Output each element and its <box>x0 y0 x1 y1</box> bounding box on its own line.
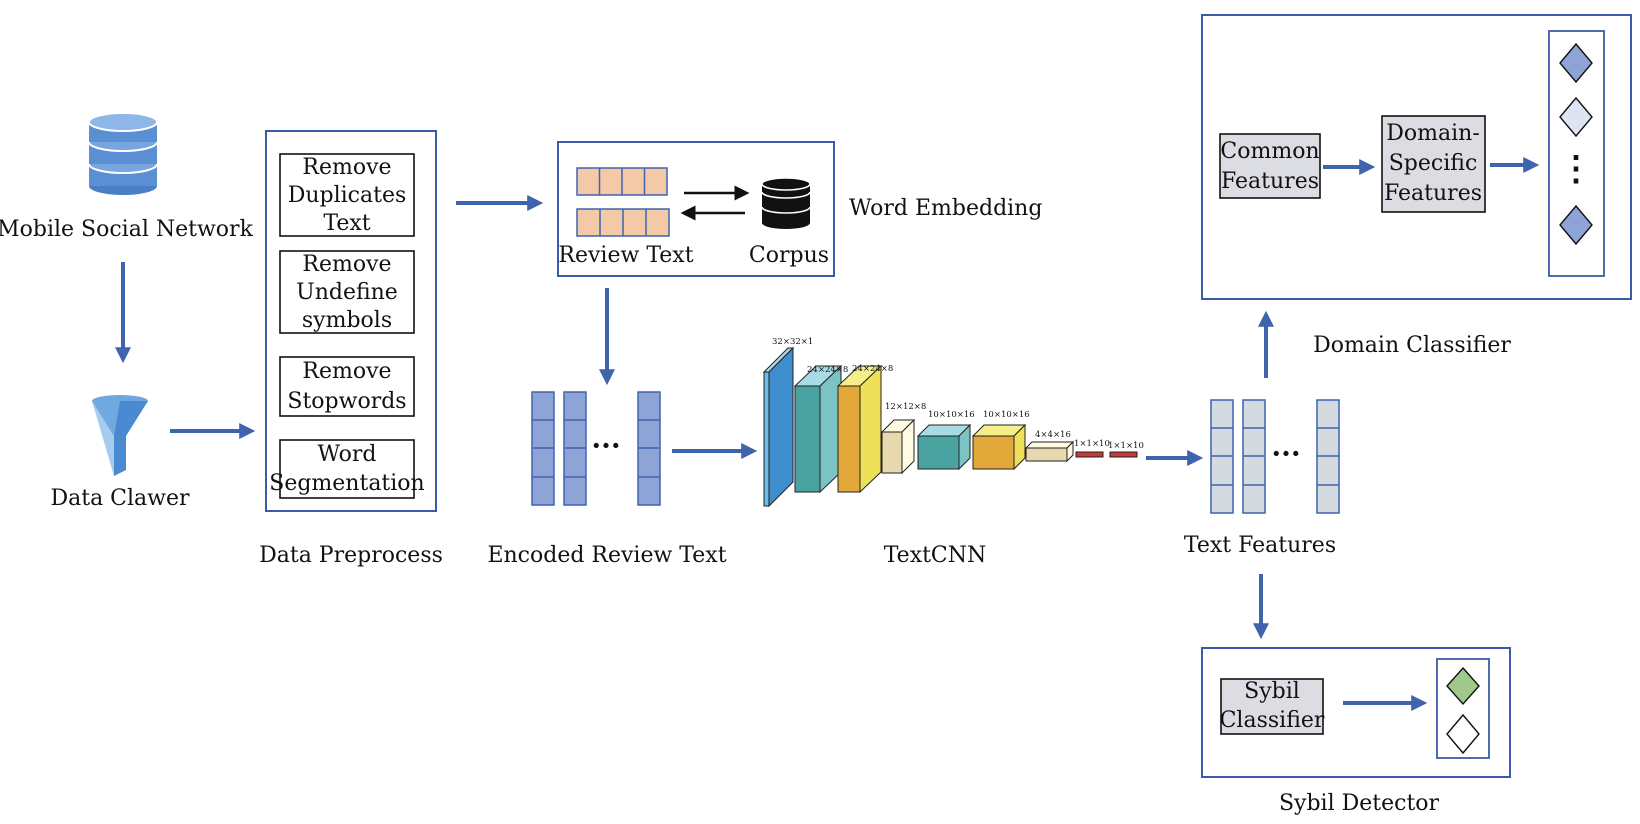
database-icon <box>88 112 158 195</box>
preprocess-box <box>265 130 437 512</box>
preprocess-step-1: Remove Duplicates Text <box>279 153 415 237</box>
domain-outputs-vdots: ⋮ <box>1559 149 1593 189</box>
encoded-vector-1 <box>531 391 555 506</box>
svg-text:Segmentation: Segmentation <box>269 471 424 496</box>
encoded-vector-2 <box>563 391 587 506</box>
svg-text:Features: Features <box>1384 181 1482 206</box>
cnn-layer-4 <box>880 418 916 475</box>
review-text-label: Review Text <box>558 243 693 268</box>
svg-text:Remove: Remove <box>302 359 391 384</box>
feature-vector-2 <box>1242 399 1266 514</box>
svg-text:Stopwords: Stopwords <box>287 389 406 414</box>
svg-text:Undefine: Undefine <box>296 280 398 305</box>
domain-output-diamond-1 <box>1559 42 1593 84</box>
preprocess-step-4: Word Segmentation <box>269 439 425 499</box>
features-label: Text Features <box>1184 533 1336 558</box>
cnn-layer-1 <box>762 346 795 508</box>
svg-text:Specific: Specific <box>1389 151 1478 176</box>
domain-classifier-label: Domain Classifier <box>1313 333 1511 358</box>
svg-text:symbols: symbols <box>302 308 392 333</box>
sybil-classifier-box: Sybil Classifier <box>1220 678 1325 735</box>
svg-text:Domain-: Domain- <box>1386 121 1480 146</box>
embedding-box <box>557 141 835 277</box>
embedding-row-1 <box>576 167 668 196</box>
svg-text:Duplicates: Duplicates <box>288 183 407 208</box>
cnn-layer-3 <box>836 364 883 494</box>
cnn-layer-label-3: 24×24×8 <box>852 364 893 374</box>
svg-text:Classifier: Classifier <box>1220 708 1325 733</box>
feature-vector-3 <box>1316 399 1340 514</box>
sybil-detector-box <box>1201 647 1511 778</box>
svg-text:Text: Text <box>323 211 370 236</box>
textcnn-label: TextCNN <box>884 543 987 568</box>
cnn-layer-7 <box>1024 440 1075 463</box>
cnn-layer-label-4: 12×12×8 <box>885 402 926 412</box>
svg-text:Common: Common <box>1220 139 1319 164</box>
feature-vector-1 <box>1210 399 1234 514</box>
cnn-layer-5 <box>916 423 972 471</box>
domain-output-diamond-2 <box>1559 96 1593 138</box>
cnn-layer-9 <box>1109 451 1138 458</box>
cnn-layer-label-5: 10×10×16 <box>928 410 975 420</box>
cnn-layer-label-9: 1×1×10 <box>1108 441 1144 451</box>
svg-text:Sybil: Sybil <box>1244 679 1300 704</box>
domain-specific-features-box: Domain- Specific Features <box>1381 115 1486 213</box>
sybil-output-diamond-2 <box>1446 713 1480 755</box>
encoded-label: Encoded Review Text <box>487 543 726 568</box>
svg-text:Remove: Remove <box>302 155 391 180</box>
preprocess-step-2: Remove Undefine symbols <box>279 250 415 334</box>
cnn-layer-6 <box>971 423 1027 471</box>
corpus-label: Corpus <box>749 243 829 268</box>
preprocess-step-3: Remove Stopwords <box>279 356 415 417</box>
features-ellipsis: ··· <box>1271 437 1300 470</box>
cnn-layer-2 <box>793 364 843 494</box>
cnn-layer-label-7: 4×4×16 <box>1035 430 1071 440</box>
embedding-row-2 <box>576 208 670 237</box>
cnn-layer-label-2: 24×24×8 <box>807 365 848 375</box>
domain-output-diamond-3 <box>1559 204 1593 246</box>
svg-text:Remove: Remove <box>302 252 391 277</box>
cnn-layer-label-1: 32×32×1 <box>772 337 813 347</box>
sybil-output-diamond-1 <box>1446 666 1480 706</box>
sybil-detector-label: Sybil Detector <box>1279 791 1440 816</box>
encoded-ellipsis: ··· <box>591 429 620 462</box>
preprocess-label: Data Preprocess <box>259 543 443 568</box>
svg-text:Features: Features <box>1221 169 1319 194</box>
cnn-layer-label-8: 1×1×10 <box>1074 439 1110 449</box>
encoded-vector-3 <box>637 391 661 506</box>
cnn-layer-8 <box>1075 451 1104 458</box>
sybil-outputs-box <box>1436 658 1490 759</box>
cnn-layer-label-6: 10×10×16 <box>983 410 1030 420</box>
svg-text:Word: Word <box>318 442 377 467</box>
domain-classifier-box <box>1201 14 1632 300</box>
funnel-icon <box>92 395 148 476</box>
source-label: Mobile Social Network <box>0 217 254 242</box>
embedding-label: Word Embedding <box>849 196 1042 221</box>
domain-outputs-box <box>1548 30 1605 277</box>
common-features-box: Common Features <box>1219 133 1321 199</box>
corpus-database-icon <box>761 177 811 229</box>
crawler-label: Data Clawer <box>50 486 190 511</box>
